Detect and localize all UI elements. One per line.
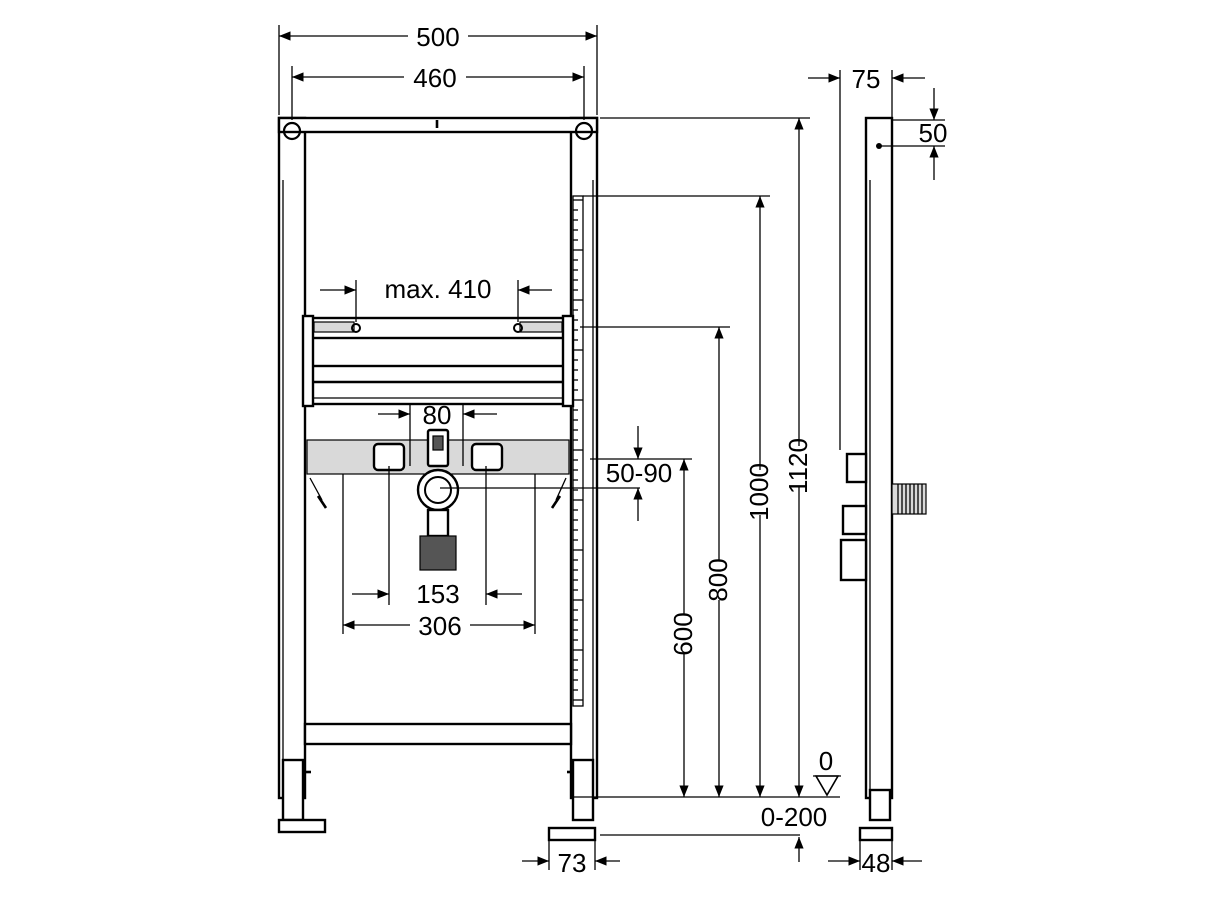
dimension-labels: 500 460 max. 410 80 153 306 50-90 600 80… bbox=[385, 22, 948, 878]
dim-50: 50 bbox=[919, 118, 948, 148]
dim-500: 500 bbox=[416, 22, 459, 52]
dimension-lines bbox=[278, 25, 945, 870]
dim-75: 75 bbox=[852, 64, 881, 94]
dim-50-90: 50-90 bbox=[606, 458, 673, 488]
dim-0-200: 0-200 bbox=[761, 802, 828, 832]
side-view bbox=[839, 116, 927, 842]
dim-306: 306 bbox=[418, 611, 461, 641]
dim-max-410: max. 410 bbox=[385, 274, 492, 304]
dim-48: 48 bbox=[862, 848, 891, 878]
dim-153: 153 bbox=[416, 579, 459, 609]
side-connector bbox=[845, 452, 868, 484]
dim-73: 73 bbox=[558, 848, 587, 878]
dim-600: 600 bbox=[668, 612, 698, 655]
front-view bbox=[277, 116, 599, 842]
height-scale bbox=[572, 195, 584, 707]
level-marker-icon bbox=[814, 775, 840, 797]
dim-80: 80 bbox=[423, 400, 452, 430]
drain-pipe bbox=[416, 468, 460, 571]
mount-hole-left bbox=[282, 121, 302, 141]
threaded-outlet bbox=[891, 483, 927, 515]
mount-hole-right bbox=[574, 121, 594, 141]
fitting-plate bbox=[306, 428, 570, 509]
dim-460: 460 bbox=[413, 63, 456, 93]
dim-1000: 1000 bbox=[744, 463, 774, 521]
dim-1120: 1120 bbox=[783, 438, 813, 494]
dim-zero: 0 bbox=[819, 746, 833, 776]
basin-bracket bbox=[301, 314, 575, 408]
bottom-rail bbox=[303, 722, 573, 746]
front-feet bbox=[277, 758, 597, 842]
dim-800: 800 bbox=[703, 558, 733, 601]
